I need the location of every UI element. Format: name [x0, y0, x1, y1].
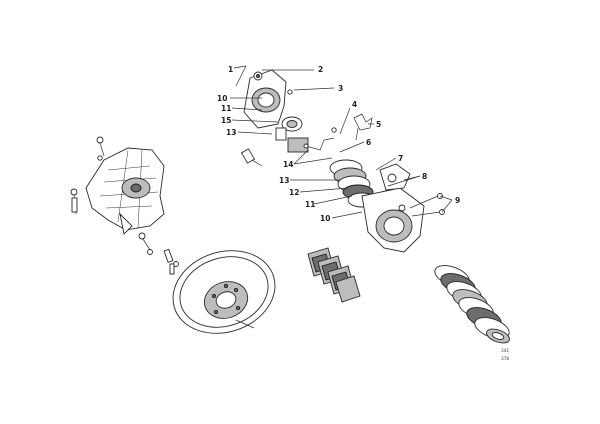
callout-3: 3 — [338, 84, 343, 93]
callouts: 1 2 3 4 5 6 7 8 9 10 11 15 13 14 13 12 1… — [217, 65, 460, 223]
callout-5: 5 — [376, 120, 381, 129]
drawing-code-line-2: 370 — [501, 356, 509, 362]
shield-bolts — [70, 136, 153, 255]
callout-2: 2 — [318, 65, 323, 74]
callout-11-upper: 11 — [221, 104, 231, 113]
callout-6: 6 — [366, 138, 371, 147]
piston-seal-kit — [434, 265, 510, 344]
drawing-code-line-1: 341 — [501, 348, 509, 354]
pad-spring-clip — [353, 113, 373, 141]
callout-8: 8 — [422, 172, 427, 181]
brake-pads — [307, 247, 361, 303]
piston-seal-ring — [275, 116, 309, 153]
callout-14: 14 — [283, 160, 293, 169]
brake-disc — [172, 250, 276, 334]
callout-11-lower: 11 — [305, 200, 315, 209]
callout-7: 7 — [398, 154, 403, 163]
leader-lines — [230, 65, 453, 219]
callout-13-lower: 13 — [279, 176, 289, 185]
callout-13-upper: 13 — [226, 128, 236, 137]
callout-9: 9 — [455, 196, 460, 205]
bleed-screw — [240, 148, 263, 167]
dust-shield — [85, 147, 165, 235]
callout-10-lower: 10 — [320, 214, 330, 223]
callout-10-upper: 10 — [217, 94, 227, 103]
caliper-housing-lower — [361, 163, 425, 253]
callout-12: 12 — [289, 188, 299, 197]
brake-pipe — [303, 127, 337, 151]
callout-1: 1 — [228, 65, 233, 74]
piston-rings-stack — [329, 159, 377, 208]
caliper-housing-upper — [243, 69, 293, 129]
callout-4: 4 — [352, 100, 357, 109]
callout-15: 15 — [221, 116, 231, 125]
disc-screws — [163, 248, 179, 275]
drawing-code: 341 370 — [501, 348, 509, 362]
